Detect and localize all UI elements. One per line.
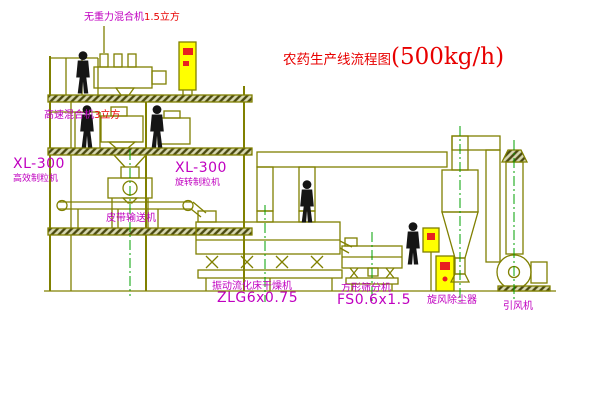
worker-figure-dryer (300, 180, 314, 223)
fluid-bed-dryer-machine (195, 210, 343, 291)
high-speed-mixer-machine (100, 106, 144, 149)
gravity-mixer-name: 无重力混合机 (84, 12, 144, 23)
label-dryer-name: 振动流化床干燥机 (212, 281, 292, 292)
label-granulator-left-name: 高效制粒机 (13, 174, 59, 184)
centerlines (129, 126, 515, 302)
label-granulator-right-model: XL-300 (175, 160, 227, 176)
belt-conveyor-machine (56, 199, 207, 228)
gravity-mixer-size: 1.5立方 (144, 12, 180, 23)
high-speed-mixer-name: 高速混合机 (44, 110, 94, 121)
diagram-title-text: 农药生产线流程图 (283, 52, 391, 68)
label-belt-conveyor: 皮带输送机 (106, 213, 156, 224)
label-granulator-left-model: XL-300 (13, 156, 65, 172)
label-high-speed-mixer: 高速混合机3立方 (44, 110, 120, 121)
label-cyclone: 旋风除尘器 (427, 295, 477, 306)
induced-draft-fan-machine (496, 254, 551, 292)
gravity-mixer-machine (93, 26, 167, 96)
worker-figure-sieve (406, 222, 420, 265)
diagram-title: 农药生产线流程图(500kg/h) (283, 44, 504, 70)
worker-figure-mid-floor-right (150, 105, 164, 148)
label-sieve-name: 方形筛分机 (341, 283, 391, 294)
label-gravity-mixer: 无重力混合机1.5立方 (84, 12, 180, 23)
label-dryer-model: ZLG6x0.75 (217, 290, 299, 306)
control-cabinet-pole (422, 227, 440, 291)
high-speed-mixer-size: 3立方 (94, 110, 121, 121)
label-granulator-right-name: 旋转制粒机 (175, 178, 221, 188)
control-cabinet-floor (435, 255, 455, 292)
diagram-title-capacity: (500kg/h) (391, 44, 505, 70)
exhaust-duct (256, 151, 448, 212)
fan-outlet-ducting (451, 135, 501, 263)
control-cabinet-top (178, 41, 197, 95)
label-sieve-model: FS0.6x1.5 (337, 292, 412, 308)
label-fan: 引风机 (503, 301, 533, 312)
